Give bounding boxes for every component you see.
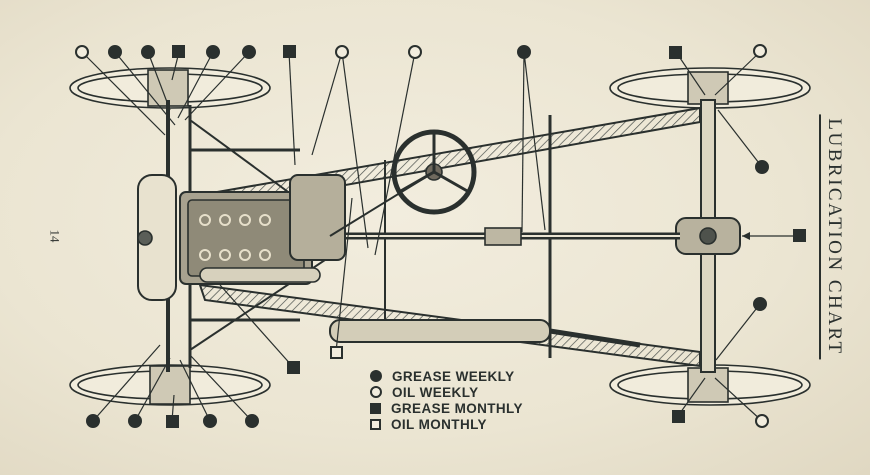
grease-monthly-point bbox=[287, 361, 300, 374]
grease-weekly-point bbox=[203, 414, 217, 428]
filled-circle-icon bbox=[370, 370, 382, 382]
steering-wheel bbox=[329, 129, 477, 237]
pointer-arrow-icon bbox=[742, 232, 750, 240]
grease-monthly-point bbox=[669, 46, 682, 59]
grease-weekly-point bbox=[128, 414, 142, 428]
grease-monthly-point bbox=[793, 229, 806, 242]
oil-weekly-point bbox=[335, 45, 349, 59]
legend-row-grease-monthly: GREASE MONTHLY bbox=[370, 400, 523, 416]
legend-label: GREASE MONTHLY bbox=[391, 400, 523, 416]
open-square-icon bbox=[370, 418, 381, 430]
grease-weekly-point bbox=[206, 45, 220, 59]
oil-weekly-point bbox=[755, 414, 769, 428]
legend-label: OIL WEEKLY bbox=[392, 384, 479, 400]
legend-row-oil-weekly: OIL WEEKLY bbox=[370, 384, 523, 400]
driveshaft bbox=[330, 227, 680, 246]
rear-right-wheel bbox=[609, 364, 811, 406]
legend-label: GREASE WEEKLY bbox=[392, 368, 515, 384]
oil-weekly-point bbox=[753, 44, 767, 58]
legend-label: OIL MONTHLY bbox=[391, 416, 487, 432]
grease-monthly-point bbox=[172, 45, 185, 58]
open-circle-icon bbox=[370, 386, 382, 398]
grease-monthly-point bbox=[672, 410, 685, 423]
page-number: 14 bbox=[47, 229, 63, 243]
rear-axle bbox=[675, 99, 741, 373]
grease-monthly-point bbox=[166, 415, 179, 428]
chart-title: LUBRICATION CHART bbox=[819, 114, 845, 360]
exhaust-silencer bbox=[329, 319, 641, 348]
grease-weekly-point bbox=[108, 45, 122, 59]
grease-weekly-point bbox=[242, 45, 256, 59]
grease-weekly-point bbox=[517, 45, 531, 59]
grease-monthly-point bbox=[283, 45, 296, 58]
front-axle bbox=[137, 100, 192, 372]
grease-weekly-point bbox=[86, 414, 100, 428]
grease-weekly-point bbox=[755, 160, 769, 174]
legend-row-grease-weekly: GREASE WEEKLY bbox=[370, 368, 523, 384]
filled-square-icon bbox=[370, 402, 381, 414]
grease-weekly-point bbox=[141, 45, 155, 59]
legend: GREASE WEEKLY OIL WEEKLY GREASE MONTHLY … bbox=[370, 368, 523, 432]
grease-weekly-point bbox=[245, 414, 259, 428]
oil-weekly-point bbox=[408, 45, 422, 59]
oil-weekly-point bbox=[75, 45, 89, 59]
oil-monthly-point bbox=[330, 346, 343, 359]
grease-weekly-point bbox=[753, 297, 767, 311]
legend-row-oil-monthly: OIL MONTHLY bbox=[370, 416, 523, 432]
engine bbox=[179, 174, 346, 285]
